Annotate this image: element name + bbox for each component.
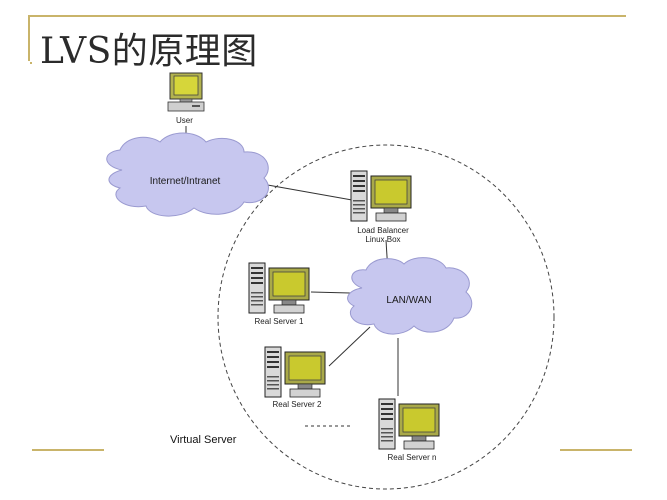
server1-to-lan-link	[310, 291, 351, 294]
slide-title: LVS的原理图	[40, 31, 258, 72]
server2-to-lan-link	[328, 326, 371, 367]
lanwan-cloud	[347, 257, 473, 335]
virtual-server-label: Virtual Server	[170, 434, 237, 446]
lanwan-cloud-label: LAN/WAN	[386, 295, 431, 306]
user-computer-icon	[167, 72, 205, 112]
real-server-n-icon	[378, 398, 440, 450]
load-balancer-label-line2: Linux Box	[365, 235, 400, 244]
real-server-2-icon	[264, 346, 326, 398]
real-server-1-label: Real Server 1	[255, 317, 304, 326]
bottom-rule-right	[560, 449, 632, 451]
load-balancer-label-line1: Load Balancer	[357, 226, 409, 235]
title-rule	[28, 15, 626, 17]
internet-cloud	[106, 132, 269, 217]
title-rule-tick	[28, 15, 30, 61]
bottom-rule-left	[32, 449, 104, 451]
load-balancer-server-icon	[350, 170, 412, 222]
real-server-2-label: Real Server 2	[273, 400, 322, 409]
virtual-server-boundary	[217, 144, 555, 490]
internet-cloud-label: Internet/Intranet	[150, 176, 221, 187]
real-server-n-label: Real Server n	[388, 453, 437, 462]
real-server-1-icon	[248, 262, 310, 314]
user-label: User	[176, 116, 193, 125]
internet-to-balancer-link	[261, 183, 353, 201]
top-rule-left	[30, 62, 32, 64]
